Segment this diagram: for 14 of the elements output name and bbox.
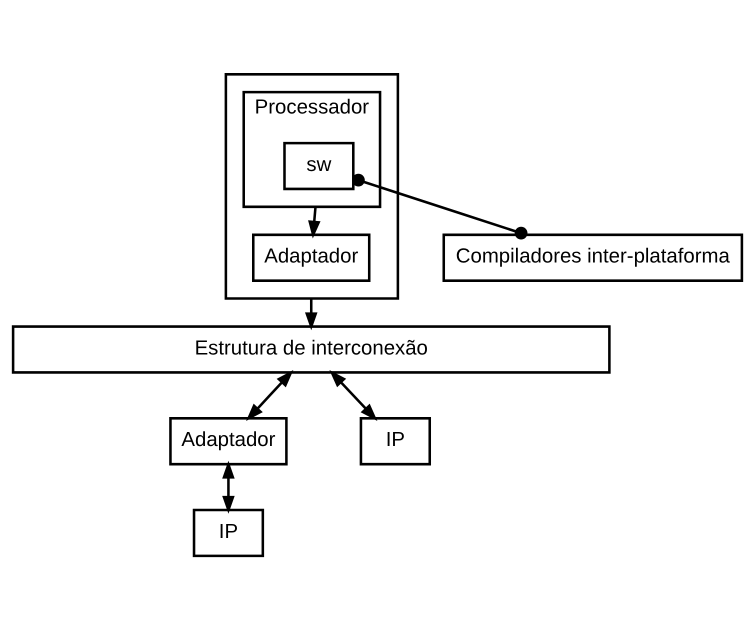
node-box: Compiladores inter-plataforma	[442, 233, 744, 282]
arrow	[222, 460, 235, 514]
node-box: IP	[192, 508, 264, 557]
node-box: Adaptador	[169, 416, 288, 465]
arrow	[304, 298, 318, 330]
cluster	[224, 72, 400, 300]
node-box: sw	[283, 141, 355, 190]
arrow	[246, 369, 294, 420]
arrow	[308, 206, 321, 238]
node-box: IP	[360, 416, 432, 465]
node-box: Estrutura de interconexão	[12, 324, 611, 374]
node-box: Adaptador	[252, 233, 370, 282]
arrow	[329, 370, 378, 420]
connector	[352, 173, 528, 239]
